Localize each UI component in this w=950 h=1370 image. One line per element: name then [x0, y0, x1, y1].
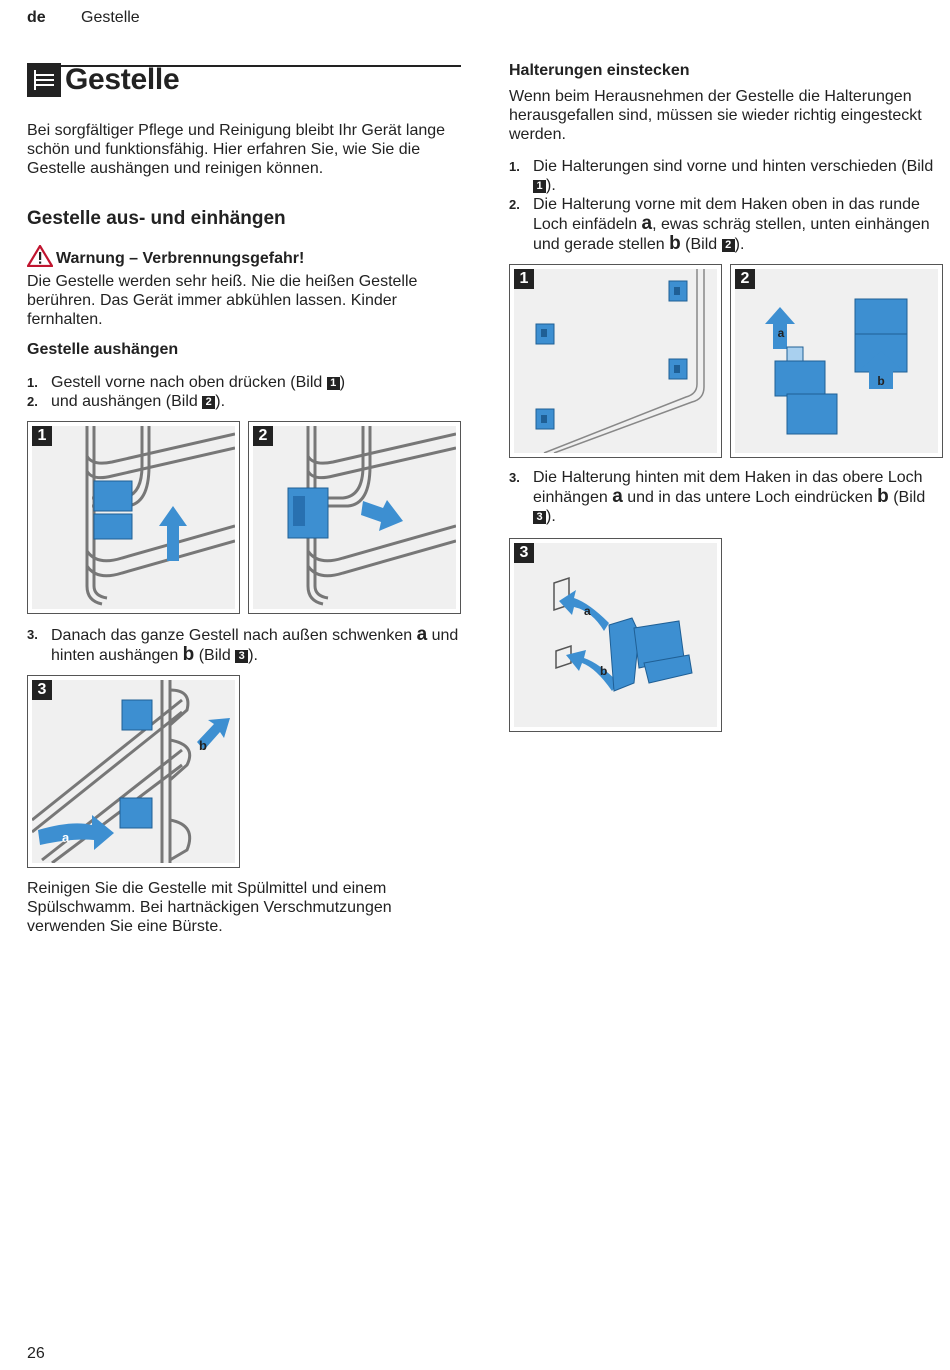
header-section: Gestelle	[81, 9, 140, 26]
title-rule	[27, 65, 461, 67]
page-number: 26	[27, 1345, 45, 1362]
list-item: 1. Die Halterungen sind vorne und hinten…	[509, 158, 934, 194]
insert-steps: 1. Die Halterungen sind vorne und hinten…	[509, 157, 939, 254]
section-heading: Gestelle aus- und einhängen	[27, 208, 286, 229]
insert-step-3: 3. Die Halterung hinten mit dem Haken in…	[509, 468, 939, 526]
label-a: a	[62, 830, 70, 845]
warning-icon	[26, 244, 54, 272]
label-a: a	[584, 604, 591, 618]
figure-rack-swing-out: 3 a b	[27, 675, 240, 868]
list-item: 1. Gestell vorne nach oben drücken (Bild…	[27, 374, 346, 391]
figure-rack-unhook: 2	[248, 421, 461, 614]
header-language: de	[27, 9, 46, 26]
figure-front-holder-insert: 2 a b	[730, 264, 943, 458]
subheading-insert: Halterungen einstecken	[509, 62, 690, 79]
figure-rear-holder-insert: 3 a b	[509, 538, 722, 732]
list-item: 2. und aushängen (Bild 2).	[27, 393, 226, 410]
label-a: a	[778, 326, 785, 340]
rack-icon	[27, 63, 61, 97]
figure-number-badge: 2	[253, 426, 273, 446]
intro-text: Bei sorgfältiger Pflege und Reinigung bl…	[27, 122, 446, 177]
insert-intro: Wenn beim Herausnehmen der Gestelle die …	[509, 88, 922, 143]
figure-number-badge: 3	[514, 543, 534, 563]
list-item: 2. Die Halterung vorne mit dem Haken obe…	[509, 196, 930, 254]
warning-block: Warnung – Verbrennungsgefahr! Die Gestel…	[26, 244, 459, 329]
list-item: 3. Danach das ganze Gestell nach außen s…	[27, 624, 459, 665]
warning-title: Warnung – Verbrennungsgefahr!	[26, 244, 459, 272]
warning-text: Die Gestelle werden sehr heiß. Nie die h…	[27, 273, 418, 328]
remove-steps: 1. Gestell vorne nach oben drücken (Bild…	[27, 373, 459, 411]
figure-number-badge: 3	[32, 680, 52, 700]
label-b: b	[199, 738, 207, 753]
figure-number-badge: 1	[514, 269, 534, 289]
remove-step-3: 3. Danach das ganze Gestell nach außen s…	[27, 625, 459, 665]
cleaning-text: Reinigen Sie die Gestelle mit Spülmittel…	[27, 880, 392, 935]
label-b: b	[600, 664, 607, 678]
figure-holders-positions: 1	[509, 264, 722, 458]
figure-number-badge: 1	[32, 426, 52, 446]
list-item: 3. Die Halterung hinten mit dem Haken in…	[509, 469, 926, 525]
page-title: Gestelle	[27, 63, 180, 97]
page-title-text: Gestelle	[65, 63, 180, 96]
label-b: b	[877, 374, 884, 388]
subheading-remove: Gestelle aushängen	[27, 341, 179, 358]
figure-rack-push-up: 1	[27, 421, 240, 614]
figure-number-badge: 2	[735, 269, 755, 289]
